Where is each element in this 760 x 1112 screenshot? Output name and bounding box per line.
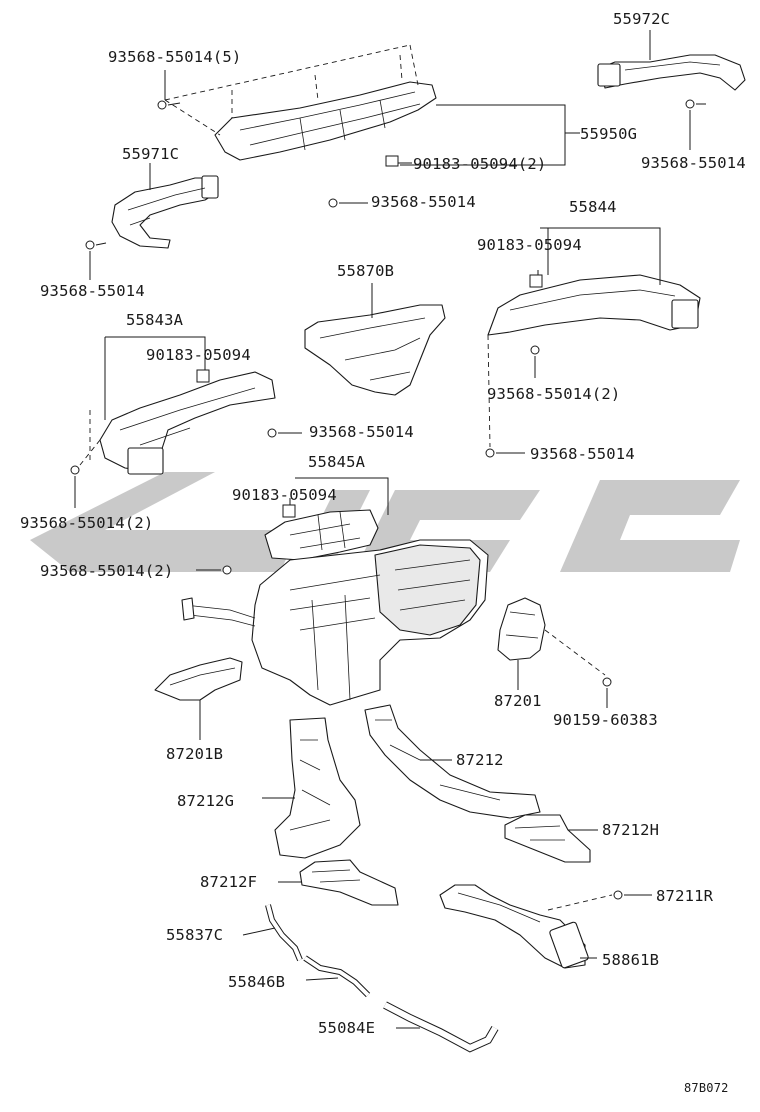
label-93568-55014-mid: 93568-55014 [309,423,414,441]
part-55846b-hose [303,955,371,998]
label-87211r: 87211R [656,887,714,905]
part-87201-case [497,597,606,690]
label-93568-55014-lower-right: 93568-55014 [530,445,635,463]
label-93568-55014-left: 93568-55014 [40,282,145,300]
label-55950g: 55950G [580,125,637,143]
part-58861b-duct [439,884,597,969]
screw-icon [547,890,652,911]
part-55870b-duct [304,283,446,396]
screw-icon [157,70,181,110]
screw-icon [485,334,525,458]
label-90183-05094-2: 90183-05094(2) [413,155,546,173]
label-90183-05094-lower: 90183-05094 [232,486,337,504]
clip-icon [529,274,543,288]
label-55972c: 55972C [613,10,670,28]
part-55971c-duct [111,163,219,249]
screw-icon [85,240,107,280]
screw-icon [530,345,540,378]
label-87212: 87212 [456,751,504,769]
label-55846b: 55846B [228,973,285,991]
label-93568-55014-2-left: 93568-55014(2) [20,514,153,532]
label-55084e: 55084E [318,1019,375,1037]
label-93568-55014-5: 93568-55014(5) [108,48,241,66]
screw-icon [602,677,612,708]
part-87212h-duct [504,814,598,863]
label-55971c: 55971C [122,145,179,163]
label-87212g: 87212G [177,792,234,810]
label-55870b: 55870B [337,262,394,280]
label-87201: 87201 [494,692,542,710]
label-90159-60383: 90159-60383 [553,711,658,729]
label-93568-55014-2-center: 93568-55014(2) [40,562,173,580]
label-87212f: 87212F [200,873,257,891]
part-hvac-unit [181,539,489,706]
screw-icon [685,99,706,150]
label-55843a: 55843A [126,311,184,329]
diagram-code: 87B072 [684,1081,729,1095]
part-55837c-hose [242,904,303,962]
clip-icon [196,369,210,383]
part-55843a-duct [79,336,276,475]
part-87212-duct [364,704,541,819]
part-55972c-duct [597,30,746,91]
clip-icon [282,504,296,518]
label-93568-55014-center: 93568-55014 [371,193,476,211]
part-55084e-hose [383,1001,499,1053]
screw-icon [328,198,368,208]
label-90183-05094-mid: 90183-05094 [146,346,251,364]
screw-icon [70,465,80,508]
clip-icon [385,155,412,167]
label-93568-55014-2-right: 93568-55014(2) [487,385,620,403]
screw-icon [267,428,302,438]
screw-icon [196,565,232,575]
label-55844: 55844 [569,198,617,216]
part-55845a-duct [264,477,389,561]
label-55837c: 55837C [166,926,223,944]
part-87212g-duct [262,717,361,859]
label-90183-05094-upper: 90183-05094 [477,236,582,254]
label-58861b: 58861B [602,951,659,969]
part-55844-duct [487,227,701,336]
part-87201b-bracket [154,657,243,740]
label-93568-55014-right: 93568-55014 [641,154,746,172]
part-55950g-duct [164,44,580,166]
part-87212f-duct [278,859,399,906]
label-87201b: 87201B [166,745,223,763]
label-55845a: 55845A [308,453,366,471]
part-labels: 55972C 93568-55014(5) 55950G 90183-05094… [20,10,746,1095]
label-87212h: 87212H [602,821,659,839]
